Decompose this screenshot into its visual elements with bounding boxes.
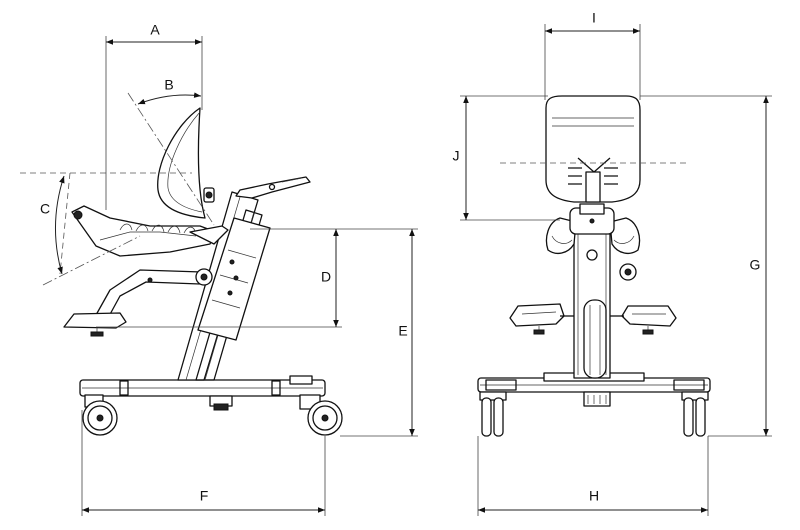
- side-base-frame: [79, 375, 326, 411]
- dimension-label-j: J: [453, 148, 460, 164]
- front-left-footrest: [509, 303, 574, 335]
- side-rear-caster: [299, 394, 343, 436]
- dimension-j: J: [453, 95, 560, 221]
- front-right-caster: [681, 391, 709, 437]
- front-right-footrest: [610, 305, 677, 335]
- dimension-label-f: F: [200, 488, 209, 504]
- dimension-b: B: [137, 77, 202, 105]
- dimension-i: I: [544, 10, 641, 100]
- side-footrest: [63, 312, 127, 337]
- dimension-g: G: [640, 95, 772, 437]
- dimension-label-b: B: [164, 77, 173, 93]
- dimension-label-a: A: [150, 22, 160, 38]
- dimension-label-h: H: [589, 488, 599, 504]
- side-column: [177, 191, 271, 381]
- side-backrest: [157, 107, 215, 219]
- dimension-label-g: G: [750, 257, 761, 273]
- front-backrest: [545, 95, 641, 203]
- dimension-label-e: E: [398, 323, 407, 339]
- side-tilt-arc-guide: [59, 172, 71, 275]
- dimension-label-i: I: [592, 10, 596, 26]
- side-seat: [71, 205, 229, 257]
- front-seat: [545, 203, 641, 255]
- side-tilt-line-back: [127, 92, 215, 226]
- dimension-f: F: [81, 410, 326, 516]
- dimension-h: H: [477, 436, 709, 516]
- front-column: [573, 227, 637, 379]
- dimension-c: C: [40, 175, 65, 275]
- front-view: I J G H: [453, 10, 772, 516]
- dimension-a: A: [105, 22, 203, 210]
- side-tilt-line-lower: [42, 235, 141, 286]
- front-left-caster: [479, 391, 507, 437]
- dimension-label-c: C: [40, 201, 50, 217]
- dimension-e: E: [340, 228, 418, 437]
- side-view: A B C D E F: [20, 22, 418, 516]
- side-seat-arm: [95, 268, 213, 319]
- side-handle: [235, 176, 311, 199]
- side-front-caster: [82, 394, 118, 436]
- dimension-label-d: D: [321, 269, 331, 285]
- dimension-d: D: [96, 228, 342, 328]
